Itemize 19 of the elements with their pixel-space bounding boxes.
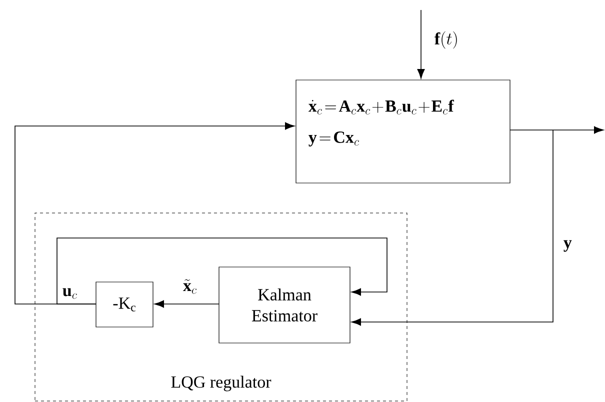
box-label: -K$_{c}$	[113, 298, 136, 312]
plant-box	[296, 80, 510, 184]
edge-label: $\mathbf{u}_c$	[62, 288, 77, 299]
equation: $\mathbf{y}\!=\!\mathbf{C}\mathbf{x}_c$	[308, 132, 359, 146]
group-label: LQG regulator	[171, 376, 272, 392]
estimator-box	[218, 266, 350, 344]
arrow	[351, 130, 554, 326]
edge-label: $\tilde{\mathbf{x}}_c$	[183, 279, 196, 294]
equation: $\dot{\mathbf{x}}_c\!=\!\mathbf{A}_c\mathbf{x}_c\!+\!\mathbf{B}_c\mathbf{u}_c\!+\!\mathbf{E}_c\mathbf{f}$	[308, 100, 454, 114]
arrow	[510, 126, 604, 134]
edge-label: $\mathbf{y}$	[564, 240, 572, 252]
arrow	[154, 300, 220, 308]
arrow	[14, 122, 295, 304]
regulator-group-box	[34, 212, 408, 402]
box-label: Kalman Estimator	[252, 288, 318, 322]
arrow	[417, 10, 425, 79]
gain-box	[96, 282, 154, 328]
arrow	[56, 238, 388, 304]
edge-label: $\mathbf{f}(t)$	[434, 31, 457, 49]
